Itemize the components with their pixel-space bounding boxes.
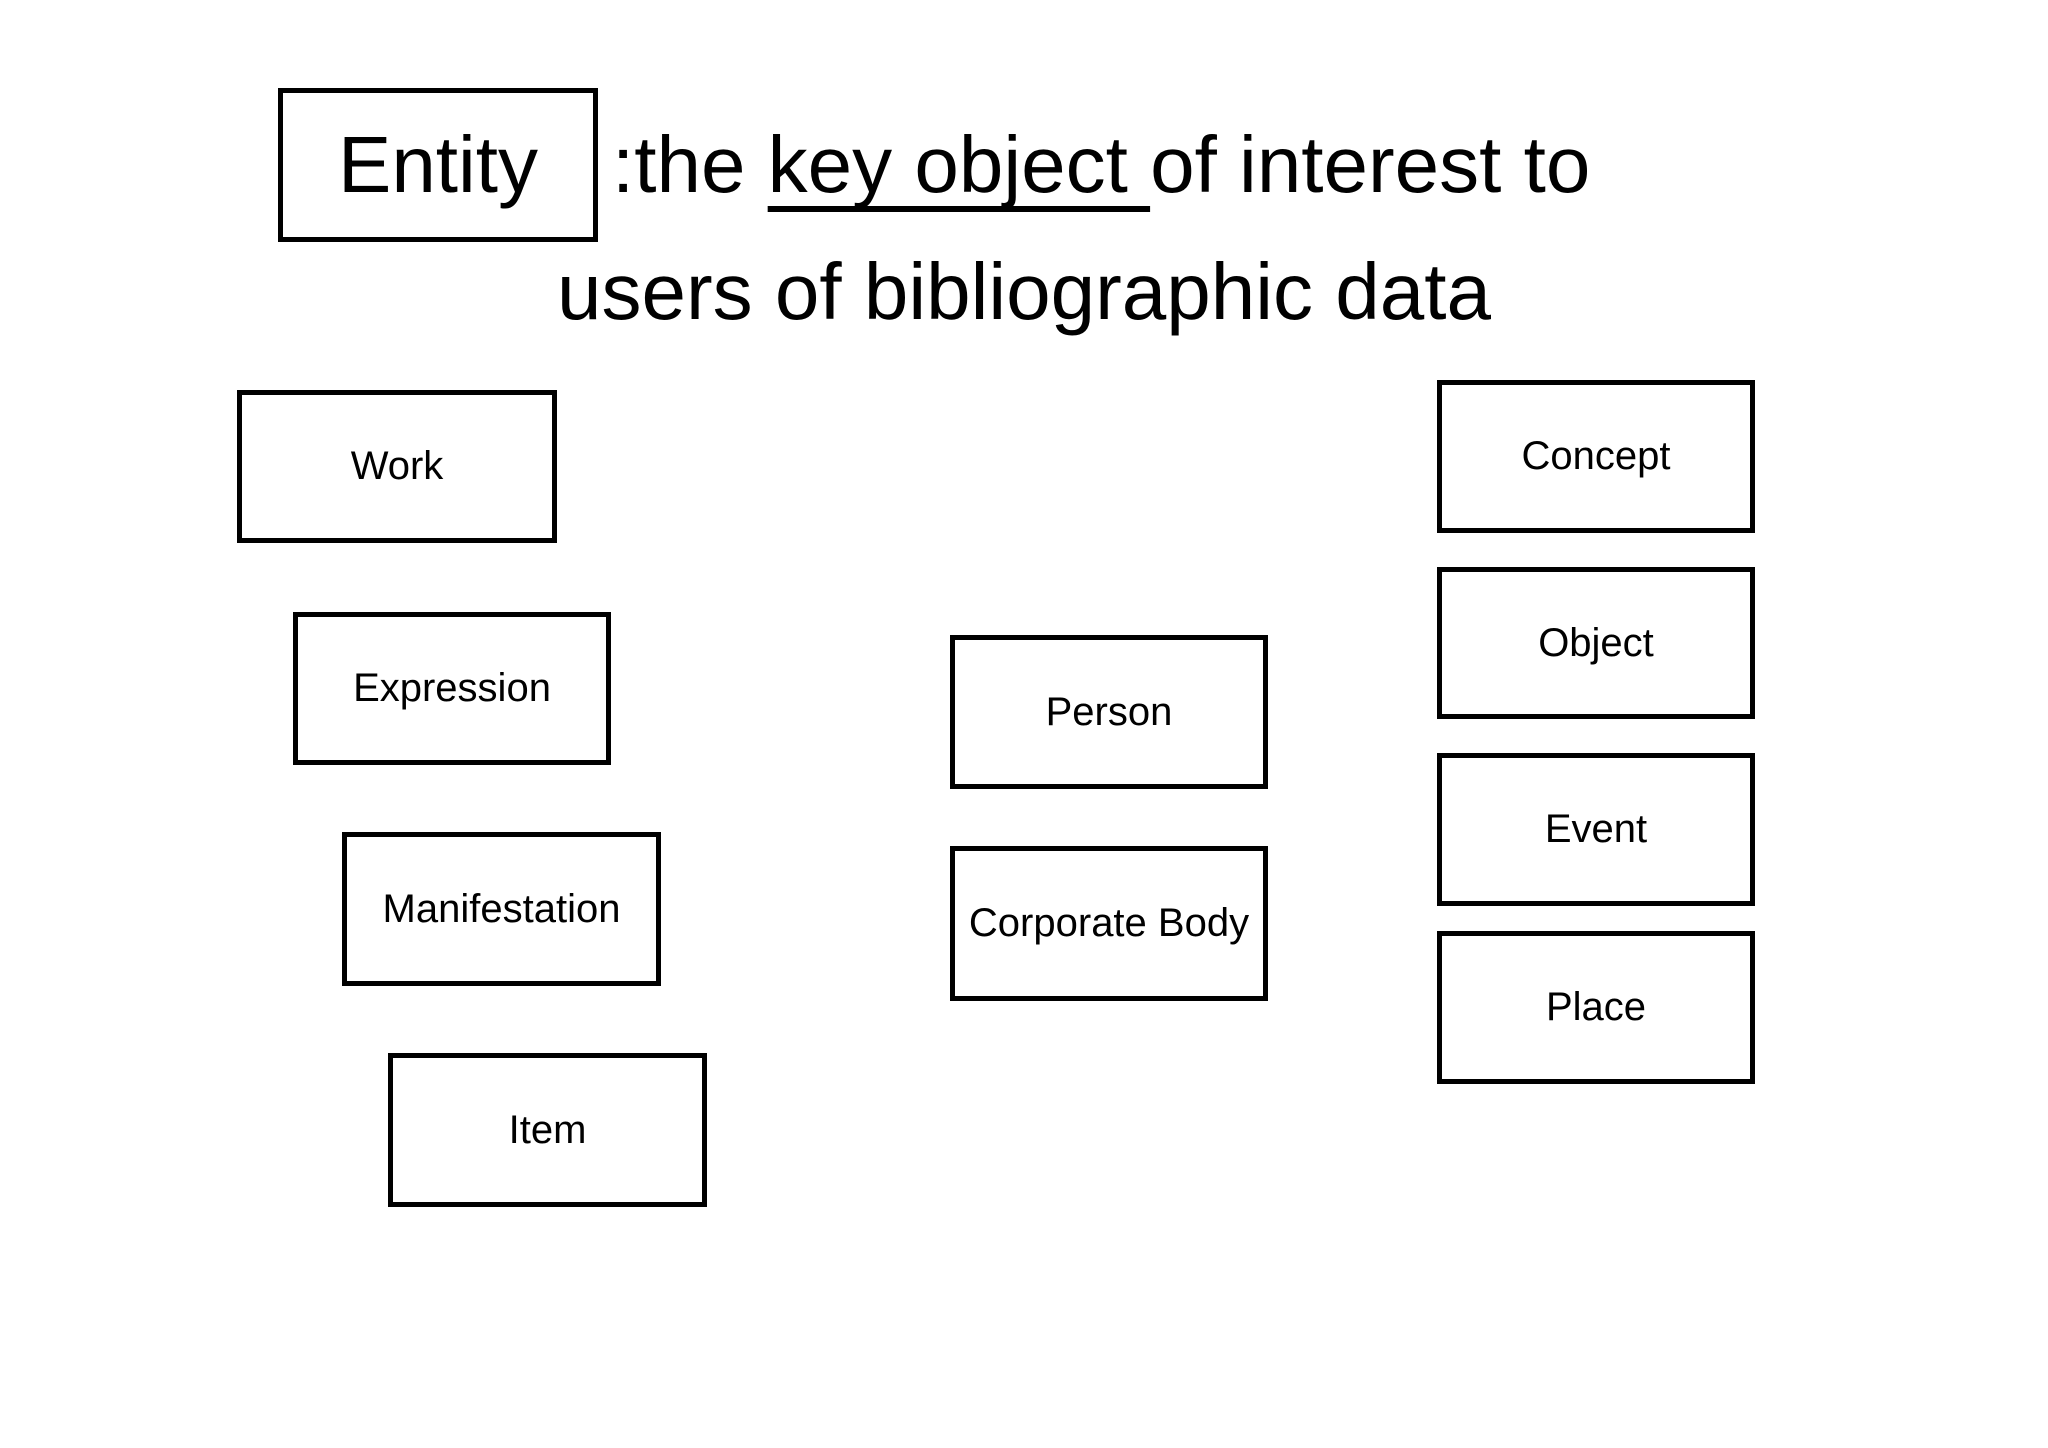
entity-title-box: Entity — [278, 88, 598, 242]
title-line-1: :the key object of interest to — [612, 88, 1590, 242]
entity-box-corporate-body: Corporate Body — [950, 846, 1268, 1001]
title-line1-prefix: :the — [612, 120, 768, 209]
entity-box-label: Manifestation — [382, 886, 621, 931]
title-underlined-phrase: key object — [767, 120, 1151, 209]
entity-box-label: Place — [1545, 985, 1647, 1029]
entity-box-label: Concept — [1521, 434, 1671, 478]
entity-box-label: Work — [350, 444, 444, 488]
entity-box-label: Corporate Body — [968, 901, 1250, 945]
entity-box-work: Work — [237, 390, 557, 543]
entity-box-concept: Concept — [1437, 380, 1755, 533]
entity-box-object: Object — [1437, 567, 1755, 719]
entity-box-manifestation: Manifestation — [342, 832, 661, 986]
entity-box-label: Object — [1538, 620, 1654, 665]
entity-box-label: Item — [508, 1107, 587, 1152]
entity-box-expression: Expression — [293, 612, 611, 765]
entity-box-label: Person — [1045, 689, 1173, 734]
title-line1-suffix: of interest to — [1150, 120, 1591, 209]
entity-title-label: Entity — [337, 120, 539, 209]
entity-box-item: Item — [388, 1053, 707, 1207]
entity-box-event: Event — [1437, 753, 1755, 906]
entity-box-label: Expression — [353, 666, 551, 710]
entity-box-place: Place — [1437, 931, 1755, 1084]
entity-box-person: Person — [950, 635, 1268, 789]
entity-box-label: Event — [1544, 807, 1648, 851]
title-line-2: users of bibliographic data — [557, 247, 1491, 336]
